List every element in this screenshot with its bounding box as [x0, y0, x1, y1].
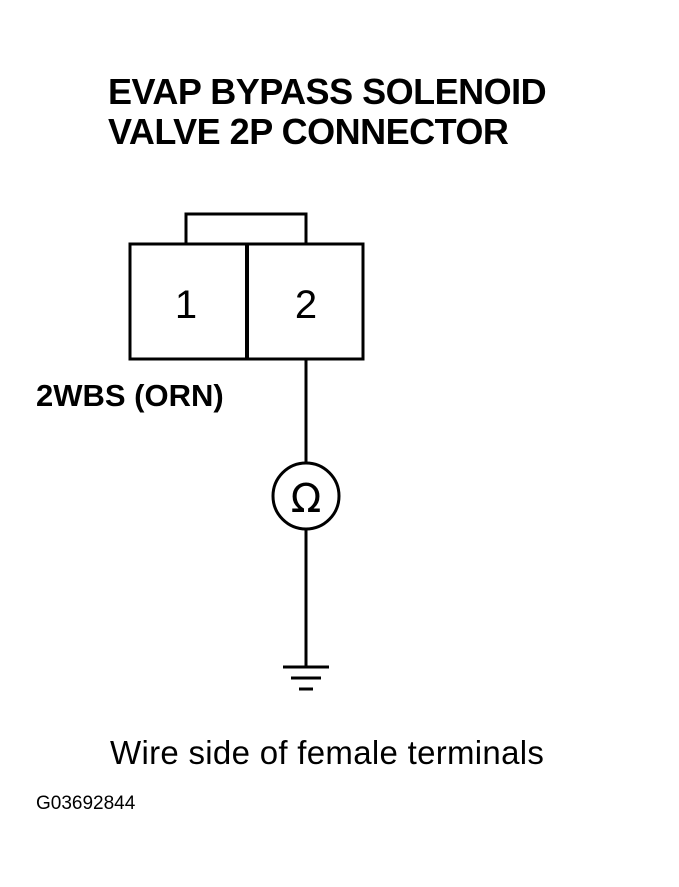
terminal-1-label: 1 — [175, 283, 197, 327]
ohm-symbol: Ω — [291, 476, 322, 522]
diagram-caption: Wire side of female terminals — [110, 734, 545, 771]
connector-lock-tab — [184, 212, 308, 246]
diagram-title: EVAP BYPASS SOLENOID VALVE 2P CONNECTOR — [108, 71, 547, 152]
title-line-1: EVAP BYPASS SOLENOID — [108, 71, 547, 112]
title-line-2: VALVE 2P CONNECTOR — [108, 111, 509, 152]
ground-symbol-icon — [283, 665, 329, 691]
wire-label: 2WBS (ORN) — [36, 378, 224, 413]
terminal-2-label: 2 — [295, 283, 317, 327]
figure-id: G03692844 — [36, 793, 136, 814]
